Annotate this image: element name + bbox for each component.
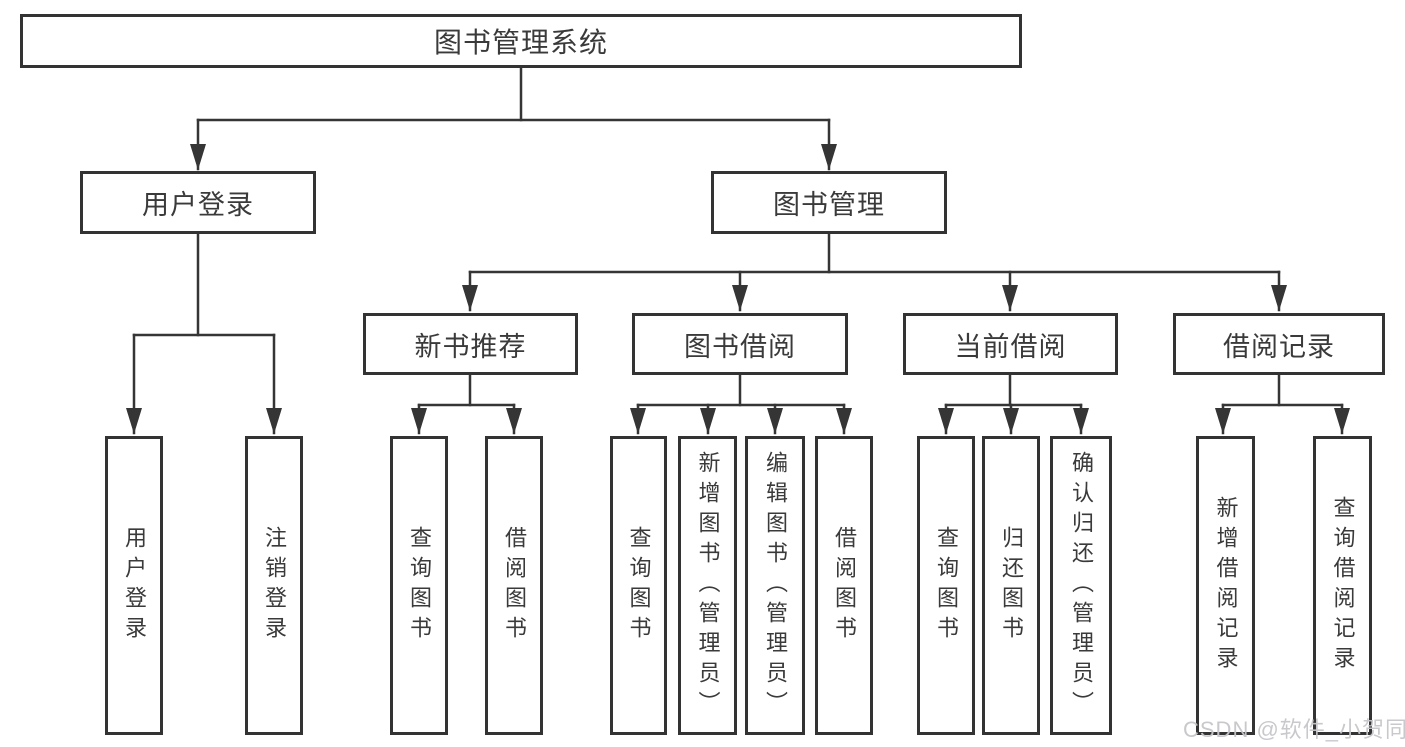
leaf-user-login: 用户登录 bbox=[105, 436, 163, 735]
node-label: 注销登录 bbox=[262, 525, 287, 646]
node-current-borrowing: 当前借阅 bbox=[903, 313, 1118, 375]
node-book-borrowing: 图书借阅 bbox=[632, 313, 848, 375]
node-label: 借阅记录 bbox=[1223, 331, 1335, 362]
node-label: 新书推荐 bbox=[414, 331, 527, 362]
leaf-query-books: 查询图书 bbox=[390, 436, 448, 735]
node-label: 当前借阅 bbox=[954, 331, 1067, 362]
node-label: 归还图书 bbox=[999, 525, 1024, 646]
leaf-logout: 注销登录 bbox=[245, 436, 303, 735]
node-label: 查询图书 bbox=[626, 525, 652, 646]
node-label: 用户登录 bbox=[122, 525, 147, 646]
node-new-book-recommend: 新书推荐 bbox=[363, 313, 578, 375]
leaf-return-books: 归还图书 bbox=[982, 436, 1040, 735]
node-label: 编辑图书（管理员） bbox=[763, 450, 788, 721]
leaf-query-books: 查询图书 bbox=[917, 436, 975, 735]
node-user-login: 用户登录 bbox=[80, 171, 316, 234]
node-borrow-records: 借阅记录 bbox=[1173, 313, 1385, 375]
leaf-edit-books-admin: 编辑图书（管理员） bbox=[745, 436, 805, 735]
node-label: 新增图书（管理员） bbox=[695, 450, 721, 721]
node-label: 新增借阅记录 bbox=[1213, 495, 1239, 676]
node-label: 图书管理系统 bbox=[433, 27, 608, 58]
node-label: 图书借阅 bbox=[684, 331, 796, 362]
node-book-management: 图书管理 bbox=[711, 171, 947, 234]
leaf-borrow-books: 借阅图书 bbox=[815, 436, 873, 735]
node-label: 查询借阅记录 bbox=[1330, 495, 1356, 676]
csdn-watermark: CSDN @软件_小贺同学 bbox=[1183, 717, 1405, 742]
leaf-query-borrow-record: 查询借阅记录 bbox=[1313, 436, 1372, 735]
node-label: 借阅图书 bbox=[502, 525, 527, 646]
leaf-add-borrow-record: 新增借阅记录 bbox=[1196, 436, 1255, 735]
leaf-add-books-admin: 新增图书（管理员） bbox=[678, 436, 737, 735]
node-label: 借阅图书 bbox=[832, 525, 857, 646]
leaf-query-books: 查询图书 bbox=[610, 436, 667, 735]
node-label: 图书管理 bbox=[773, 190, 885, 220]
node-label: 确认归还（管理员） bbox=[1069, 450, 1094, 721]
node-label: 查询图书 bbox=[934, 525, 959, 646]
node-library-system: 图书管理系统 bbox=[20, 14, 1022, 68]
node-label: 用户登录 bbox=[142, 190, 254, 220]
leaf-borrow-books: 借阅图书 bbox=[485, 436, 543, 735]
node-label: 查询图书 bbox=[407, 525, 432, 646]
leaf-confirm-return-admin: 确认归还（管理员） bbox=[1050, 436, 1112, 735]
